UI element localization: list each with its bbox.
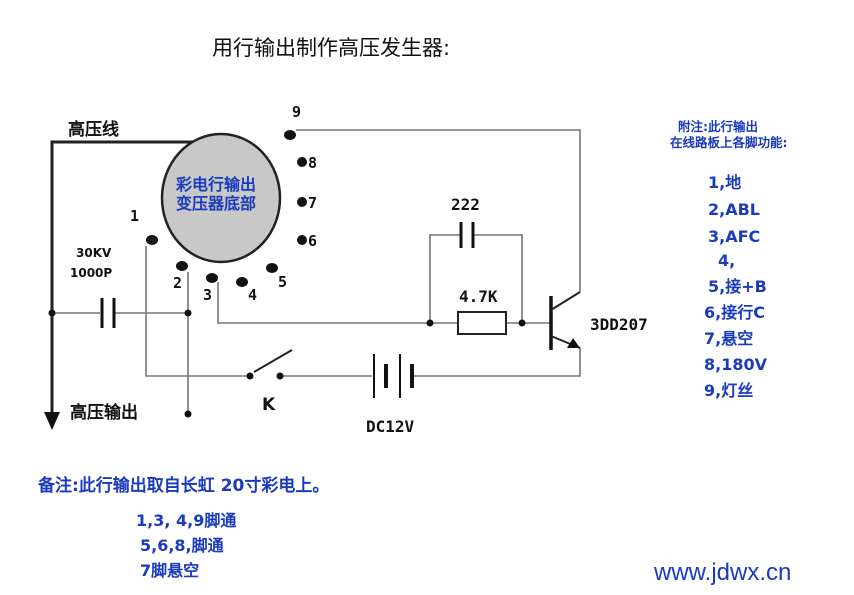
pin-number-4: 4: [248, 286, 257, 304]
pin-dot-6: [297, 235, 307, 245]
transformer-core: [160, 132, 282, 264]
pin-function-note: 附注:此行输出 在线路板上各脚功能: 1,地 2,ABL 3,AFC 4, 5,…: [670, 119, 788, 400]
remark-line-2: 5,6,8,脚通: [140, 536, 224, 555]
pin-dot-1: [146, 235, 158, 245]
transformer-label-line1: 彩电行输出: [175, 175, 256, 194]
pin-dot-7: [297, 197, 307, 207]
hv-line-wire: [44, 140, 200, 430]
pin-number-7: 7: [308, 194, 317, 212]
capacitor-222: [459, 222, 475, 248]
note-item-9: 9,灯丝: [704, 381, 753, 400]
capacitor-222-label: 222: [451, 195, 480, 214]
switch-label: K: [262, 395, 276, 415]
transformer-pins: [146, 130, 307, 287]
transformer-label-line2: 变压器底部: [176, 194, 256, 213]
junction-output: [184, 410, 192, 418]
remark-line-3: 7脚悬空: [140, 561, 199, 580]
battery-label: DC12V: [366, 417, 415, 436]
hv-output-label: 高压输出: [70, 402, 138, 423]
switch-k: [246, 349, 293, 380]
junction-res-left: [426, 319, 434, 327]
transformer-pin-numbers: 9 8 7 6 5 4 3 2 1: [130, 103, 317, 304]
note-item-7: 7,悬空: [704, 329, 753, 348]
note-heading-1: 附注:此行输出: [678, 119, 758, 134]
note-item-3: 3,AFC: [708, 227, 760, 246]
note-item-5: 5,接+B: [708, 277, 767, 296]
pin-dot-3: [206, 273, 218, 283]
pin-dot-5: [266, 263, 278, 273]
remark-line-1: 1,3, 4,9脚通: [136, 511, 236, 530]
pin-number-2: 2: [173, 274, 182, 292]
note-item-6: 6,接行C: [704, 303, 765, 322]
capacitor-1000p: [100, 298, 116, 328]
junction-res-right: [518, 319, 526, 327]
capacitor-kv-label: 30KV: [76, 246, 112, 260]
resistor-label: 4.7K: [459, 287, 498, 306]
remark: 备注:此行输出取自长虹 20寸彩电上。 1,3, 4,9脚通 5,6,8,脚通 …: [37, 475, 329, 580]
pin-dot-8: [297, 157, 307, 167]
pin-dot-9: [284, 130, 296, 140]
pin-number-8: 8: [308, 154, 317, 172]
pin-number-1: 1: [130, 207, 139, 225]
transistor-label: 3DD207: [590, 315, 648, 334]
pin-number-9: 9: [292, 103, 301, 121]
remark-text: 备注:此行输出取自长虹 20寸彩电上。: [37, 475, 329, 496]
diagram-title: 用行输出制作高压发生器:: [212, 36, 450, 60]
note-item-8: 8,180V: [704, 355, 768, 374]
pin-number-5: 5: [278, 273, 287, 291]
note-item-4: 4,: [718, 251, 735, 270]
pin-number-3: 3: [203, 286, 212, 304]
note-item-2: 2,ABL: [708, 200, 760, 219]
note-heading-2: 在线路板上各脚功能:: [670, 135, 788, 150]
hv-line-label: 高压线: [68, 119, 119, 140]
battery-dc12v: [373, 354, 414, 398]
watermark-url: www.jdwx.cn: [653, 559, 791, 586]
pin-number-6: 6: [308, 232, 317, 250]
note-item-1: 1,地: [708, 173, 741, 192]
capacitor-p-label: 1000P: [70, 266, 112, 280]
resistor-4k7: [457, 311, 507, 335]
hv-output-arrow: [44, 412, 60, 430]
pin-dot-4: [236, 277, 248, 287]
pin-dot-2: [176, 261, 188, 271]
transistor-3dd207: [549, 291, 581, 350]
junction-hv: [48, 309, 56, 317]
junction-cap-right: [184, 309, 192, 317]
junction-dots: [48, 309, 526, 418]
wires: [52, 129, 581, 414]
